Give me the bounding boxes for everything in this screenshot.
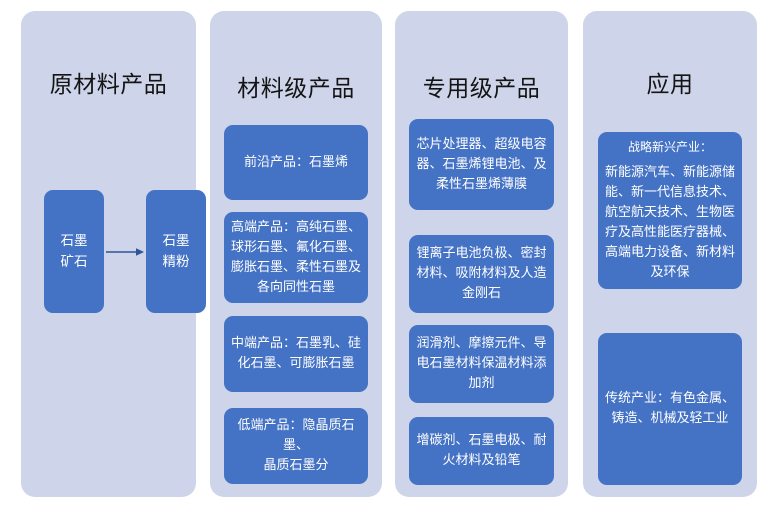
panel-title-special-grade-products: 专用级产品	[422, 76, 541, 102]
node-lubricant-friction: 润滑剂、摩擦元件、导 电石墨材料保温材料添 加剂	[409, 325, 554, 403]
node-strategic-emerging-industries: 战略新兴产业： 新能源汽车、新能源储 能、新一代信息技术、 航空航天技术、生物医…	[598, 132, 742, 289]
panel-title-raw-material-products: 原材料产品	[49, 72, 168, 98]
node-mid-end-products-label: 中端产品：石墨乳、硅 化石墨、可膨胀石墨	[230, 336, 361, 371]
node-chip-supercapacitor-label: 芯片处理器、超级电容 器、石墨烯锂电池、及 柔性石墨烯薄膜	[416, 136, 547, 192]
node-lubricant-friction-label: 润滑剂、摩擦元件、导 电石墨材料保温材料添 加剂	[416, 336, 547, 391]
node-frontier-products-label: 前沿产品：石墨烯	[243, 154, 348, 170]
node-low-end-products-label: 低端产品：隐晶质石墨、 晶质石墨分	[237, 418, 355, 473]
node-lithium-anode-label: 锂离子电池负极、密封 材料、吸附材料及人造 金刚石	[416, 246, 547, 301]
node-mid-end-products: 中端产品：石墨乳、硅 化石墨、可膨胀石墨	[224, 316, 368, 392]
panel-applications: 应用 战略新兴产业： 新能源汽车、新能源储 能、新一代信息技术、 航空航天技术、…	[583, 11, 757, 497]
node-graphite-concentrate: 石墨 精粉	[146, 190, 206, 313]
node-carburizer-electrode: 增碳剂、石墨电极、耐 火材料及铅笔	[409, 417, 554, 485]
node-strategic-emerging-industries-label: 新能源汽车、新能源储 能、新一代信息技术、 航空航天技术、生物医 疗及高性能医疗…	[604, 165, 735, 280]
node-high-end-products-label: 高端产品：高纯石墨、 球形石墨、氟化石墨、 膨胀石墨、柔性石墨及 各向同性石墨	[230, 219, 361, 295]
node-graphite-ore: 石墨 矿石	[44, 190, 104, 313]
node-graphite-concentrate-label: 石墨 精粉	[162, 232, 190, 270]
node-traditional-industries: 传统产业：有色金属、 铸造、机械及轻工业	[598, 333, 742, 485]
node-chip-supercapacitor: 芯片处理器、超级电容 器、石墨烯锂电池、及 柔性石墨烯薄膜	[409, 119, 554, 210]
panel-material-grade-products: 材料级产品 前沿产品：石墨烯 高端产品：高纯石墨、 球形石墨、氟化石墨、 膨胀石…	[210, 11, 382, 497]
node-high-end-products: 高端产品：高纯石墨、 球形石墨、氟化石墨、 膨胀石墨、柔性石墨及 各向同性石墨	[224, 212, 368, 303]
node-traditional-industries-label: 传统产业：有色金属、 铸造、机械及轻工业	[604, 391, 735, 426]
node-strategic-emerging-industries-heading: 战略新兴产业：	[627, 140, 712, 154]
panel-title-applications: 应用	[646, 72, 694, 98]
panel-title-material-grade-products: 材料级产品	[237, 76, 355, 102]
node-frontier-products: 前沿产品：石墨烯	[224, 125, 368, 200]
node-carburizer-electrode-label: 增碳剂、石墨电极、耐 火材料及铅笔	[416, 433, 547, 468]
panel-raw-material-products: 原材料产品 石墨 矿石 石墨 精粉	[21, 11, 206, 497]
arrow-ore-to-concentrate	[106, 248, 144, 256]
node-lithium-anode: 锂离子电池负极、密封 材料、吸附材料及人造 金刚石	[409, 235, 554, 313]
panel-special-grade-products: 专用级产品 芯片处理器、超级电容 器、石墨烯锂电池、及 柔性石墨烯薄膜 锂离子电…	[395, 11, 568, 497]
node-low-end-products: 低端产品：隐晶质石墨、 晶质石墨分	[224, 408, 368, 484]
node-graphite-ore-label: 石墨 矿石	[60, 232, 88, 270]
